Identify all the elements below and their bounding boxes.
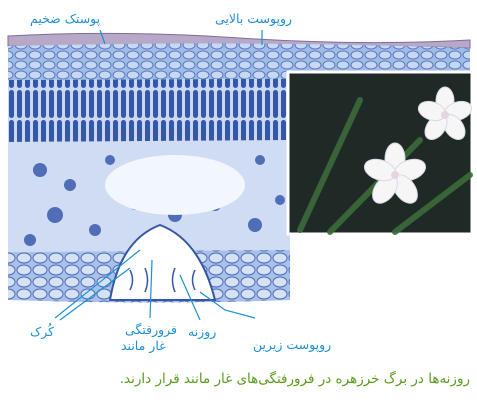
label-lower-epidermis: روپوست زیرین xyxy=(253,338,331,352)
label-stomata: روزنه xyxy=(188,325,216,339)
label-thick-cuticle: پوستک ضخیم xyxy=(30,12,100,26)
label-cave-depression-2: غار مانند xyxy=(121,339,166,353)
oleander-photo-inset xyxy=(288,72,474,234)
label-hair: کُرک xyxy=(30,325,54,339)
label-upper-epidermis: روپوست بالایی xyxy=(215,12,292,26)
caption: روزنه‌ها در برگ خرزهره در فرورفتگی‌های غ… xyxy=(70,371,470,387)
label-cave-depression-1: فرورفتگی xyxy=(125,323,177,337)
